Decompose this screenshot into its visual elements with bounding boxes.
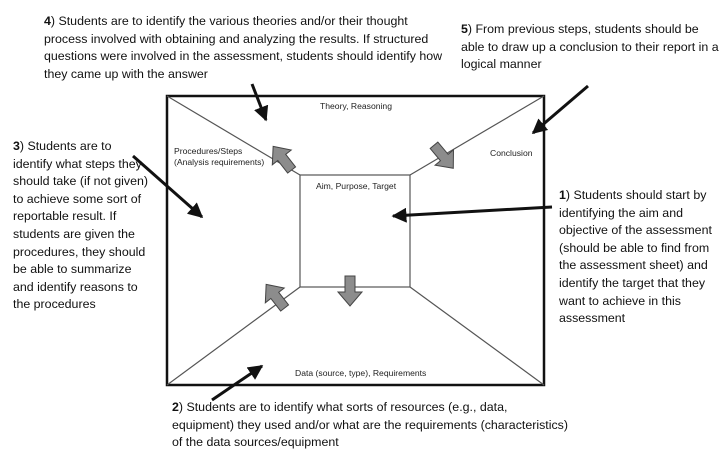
pointer-arrow-step4 (250, 83, 269, 122)
label-aim-purpose-target: Aim, Purpose, Target (316, 181, 397, 191)
note-text: ) Students are to identify what steps th… (13, 139, 148, 312)
pointer-arrow-step3 (132, 154, 204, 219)
step-number: 2 (172, 400, 179, 414)
note-text: ) From previous steps, students should b… (461, 22, 719, 72)
corner-line-top-left (166, 95, 301, 176)
note-step-1: 1) Students should start by identifying … (559, 187, 719, 328)
pointer-arrow-step1 (391, 205, 553, 223)
corner-line-top-right (409, 95, 545, 176)
step-number: 3 (13, 139, 20, 153)
block-arrow-to-conclusion (429, 141, 454, 169)
label-conclusion: Conclusion (490, 148, 533, 158)
block-arrow-to-data (336, 275, 364, 307)
label-theory-reasoning: Theory, Reasoning (320, 101, 392, 111)
note-step-2: 2) Students are to identify what sorts o… (172, 399, 572, 452)
block-arrow-to-procedures (271, 145, 297, 174)
step-number: 5 (461, 22, 468, 36)
corner-line-bottom-right (409, 286, 545, 386)
note-step-5: 5) From previous steps, students should … (461, 21, 723, 74)
step-number: 4 (44, 14, 51, 28)
note-step-3: 3) Students are to identify what steps t… (13, 138, 153, 314)
label-data-requirements: Data (source, type), Requirements (295, 368, 427, 378)
note-step-4: 4) Students are to identify the various … (44, 13, 444, 83)
step-number: 1 (559, 188, 566, 202)
outer-frame (165, 94, 546, 387)
label-procedures-steps: Procedures/Steps (Analysis requirements) (174, 146, 265, 167)
note-text: ) Students are to identify the various t… (44, 14, 443, 81)
note-text: ) Students should start by identifying t… (559, 188, 712, 326)
pointer-arrow-step2 (211, 364, 264, 402)
block-arrow-from-data (264, 283, 290, 312)
pointer-arrow-step5 (531, 84, 589, 135)
note-text: ) Students are to identify what sorts of… (172, 400, 569, 450)
